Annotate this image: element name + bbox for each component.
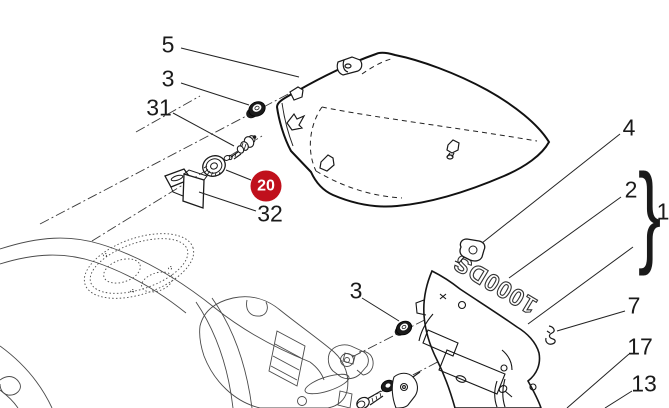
leader-2 [508, 196, 622, 279]
part-grommet-bottom [394, 320, 413, 336]
part-bracket-32 [164, 168, 208, 209]
tail-cover-screw-mark [439, 293, 447, 300]
body-top-curve-2 [0, 254, 187, 314]
part-washer-20 [202, 155, 226, 177]
tail-tube-edge-2 [502, 378, 506, 408]
callout-13: 13 [631, 370, 657, 397]
part-spring-clip-7 [545, 325, 556, 345]
cowl-clip-mid [286, 112, 306, 131]
motorcycle-body-drawing [0, 233, 374, 408]
cowl-crease-top [361, 58, 392, 75]
axis-upper-short [135, 95, 201, 133]
group-brace: } [638, 151, 661, 276]
cowl-inner-edge [281, 102, 294, 147]
latch-hole-outer [340, 353, 354, 367]
callout-5: 5 [161, 31, 175, 58]
seat-pan-inner-panel [268, 330, 306, 387]
leader-1-group [527, 246, 634, 325]
latch-arm [309, 361, 325, 381]
leader-3-bottom [361, 297, 400, 322]
part-screw-31 [227, 135, 257, 161]
tail-cover-slot [455, 375, 467, 383]
callout-31: 31 [146, 94, 172, 121]
tail-cover-hole-1 [422, 329, 459, 357]
latch-lower-hole [297, 396, 307, 406]
leader-32 [198, 191, 257, 212]
part-grommet-top [246, 101, 266, 119]
tail-arm-hole-1 [500, 364, 508, 372]
leader-lines [172, 47, 634, 408]
callout-17: 17 [627, 333, 653, 360]
seat-pan-hatch [270, 343, 302, 381]
tail-cover-screw-hole [457, 300, 467, 310]
leader-7 [556, 310, 626, 332]
highlighted-part-badge-20[interactable]: 20 [250, 170, 282, 202]
tail-bolt-shaft [504, 390, 513, 398]
seat-rail-curve-2 [211, 297, 253, 408]
tail-cover-drawing [415, 269, 542, 408]
tail-arm-hole-2 [529, 383, 537, 391]
part-washer-lower [380, 379, 396, 393]
leader-5 [180, 47, 300, 78]
tail-arm-edge [501, 349, 513, 371]
cowl-stud-base [446, 154, 454, 160]
leader-4 [481, 133, 621, 244]
part-clip-4 [454, 238, 486, 264]
part-ring-small [223, 155, 231, 161]
seat-cowl-drawing [275, 51, 551, 208]
left-lower-curve-1 [0, 345, 53, 408]
cowl-top-tab-hole [344, 63, 352, 69]
leader-20 [225, 169, 252, 181]
callout-3-bottom: 3 [349, 277, 363, 304]
callout-1: 1 [656, 198, 669, 225]
seat-pan-notch [246, 299, 268, 317]
latch-side-bracket [356, 351, 374, 376]
seat-recess-panel [83, 233, 195, 299]
fastener-parts [164, 101, 556, 408]
seat-cowl-outline [275, 51, 551, 208]
latch-bracket [327, 344, 369, 380]
latch-lower-plate [337, 390, 353, 408]
tail-cover-outline [423, 269, 542, 408]
callout-4: 4 [622, 114, 636, 141]
leader-17 [566, 353, 630, 408]
seat-pan-oval [304, 373, 350, 395]
callout-3-top: 3 [161, 65, 175, 92]
callout-7: 7 [627, 292, 641, 319]
tail-bolt-head [498, 385, 508, 393]
left-lower-curve-2 [0, 389, 19, 408]
cowl-crease-bottom [315, 170, 403, 199]
latch-nut [342, 352, 356, 365]
seat-rail-curve-1 [195, 301, 234, 408]
part-bracket-lower [391, 371, 421, 408]
cowl-stud [446, 139, 460, 154]
leader-31 [172, 112, 235, 147]
cowl-clip-lower [319, 154, 335, 172]
cowl-clip-upper [289, 86, 304, 101]
axis-screw-bracket [91, 135, 263, 242]
tail-tube-edge-1 [494, 380, 498, 408]
leader-13 [604, 390, 633, 408]
tail-mount-line [418, 313, 434, 342]
mirror-tip [0, 376, 21, 396]
cowl-crease-long [321, 106, 538, 142]
callout-2: 2 [624, 176, 638, 203]
leader-3-top [180, 82, 250, 106]
body-top-curve [0, 237, 311, 363]
part-bolt-lower [356, 390, 384, 408]
tail-cover-tab [415, 299, 427, 316]
tail-cover-hole-2 [438, 349, 506, 395]
cowl-top-tab-inner [342, 59, 349, 73]
callout-32: 32 [257, 200, 283, 227]
